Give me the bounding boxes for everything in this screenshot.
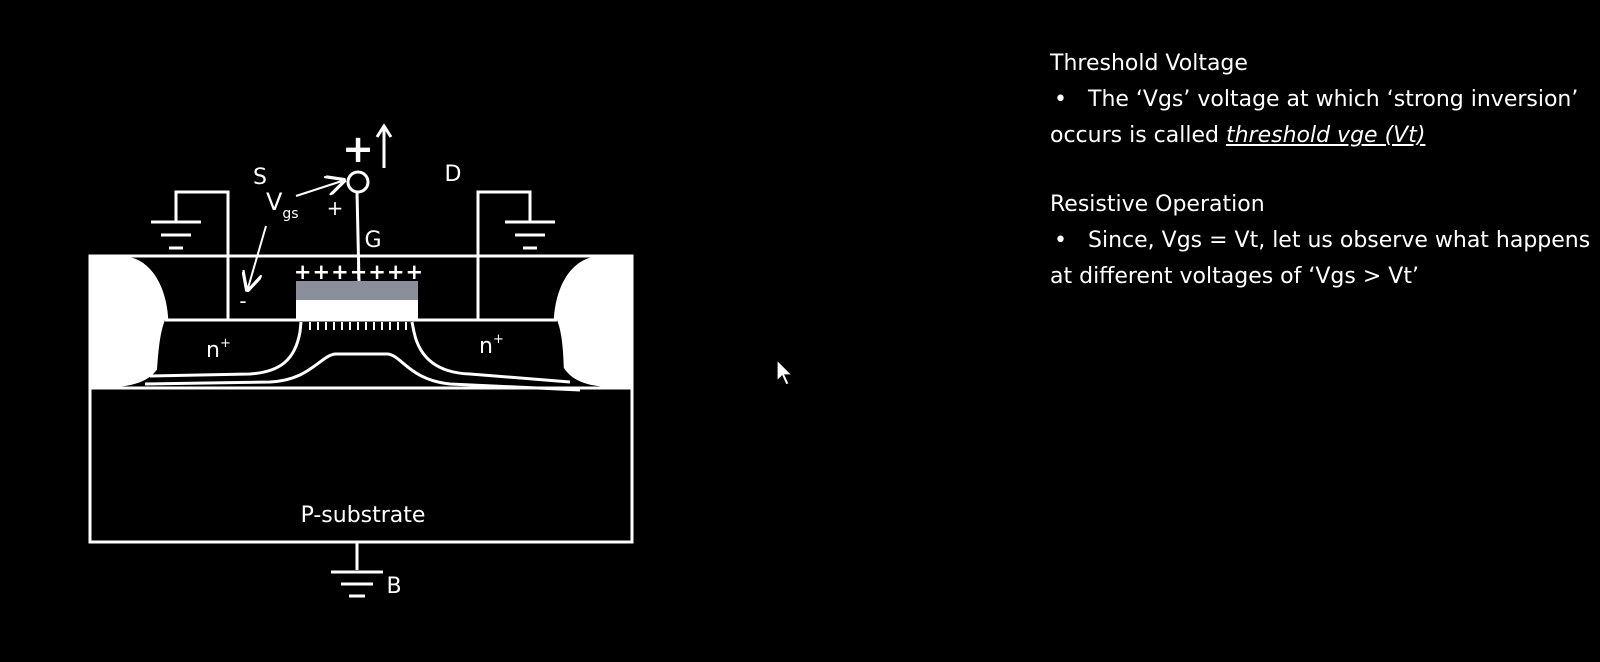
bullet-resistive-operation: •Since, Vgs = Vt, let us observe what ha…: [1050, 223, 1595, 295]
section-heading-threshold-voltage: Threshold Voltage: [1050, 51, 1248, 76]
depletion-boundary-upper: [149, 321, 571, 384]
vgs-plus-sign: +: [327, 196, 344, 220]
vgs-arrow-to-source: [248, 225, 267, 288]
bullet-threshold-definition: •The ‘Vgs’ voltage at which ‘strong inve…: [1050, 82, 1595, 154]
gate-label: G: [364, 228, 381, 253]
vgs-label: Vgs: [266, 188, 299, 222]
drain-label: D: [445, 162, 462, 187]
left-isolation-oxide: [90, 256, 169, 388]
substrate-label: P-substrate: [301, 503, 426, 528]
depletion-boundary-lower: [144, 352, 581, 392]
arrow-cursor-icon: [776, 359, 794, 386]
source-wire: [174, 190, 230, 320]
threshold-emphasis-text: threshold vge (Vt): [1225, 123, 1426, 148]
n-plus-drain-label: n+: [479, 332, 504, 359]
slide-notes: Threshold Voltage •The ‘Vgs’ voltage at …: [1050, 46, 1595, 295]
gate-electrode: [296, 281, 418, 300]
vgs-minus-sign: -: [239, 289, 246, 313]
inversion-channel-charges: [309, 322, 407, 330]
right-isolation-oxide: [553, 256, 632, 388]
section-heading-resistive-operation: Resistive Operation: [1050, 192, 1265, 217]
gate-terminal-circle: [346, 170, 370, 194]
bullet-text: Since, Vgs = Vt, let us observe what hap…: [1050, 228, 1591, 289]
gate-oxide: [296, 300, 418, 320]
bullet-icon: •: [1054, 87, 1067, 112]
source-label: S: [253, 165, 267, 190]
gate-lead: [355, 191, 361, 282]
vgs-subscript: gs: [282, 206, 298, 222]
gate-big-plus-sign: +: [342, 127, 374, 171]
vgs-arrow-to-gate: [295, 181, 342, 197]
drain-wire: [476, 190, 532, 320]
n-plus-source-label: n+: [206, 336, 231, 363]
body-label: B: [386, 574, 401, 599]
bullet-icon: •: [1054, 228, 1067, 253]
up-arrow-icon: [375, 123, 393, 168]
bullet-text: The ‘Vgs’ voltage at which ‘strong inver…: [1050, 87, 1579, 148]
